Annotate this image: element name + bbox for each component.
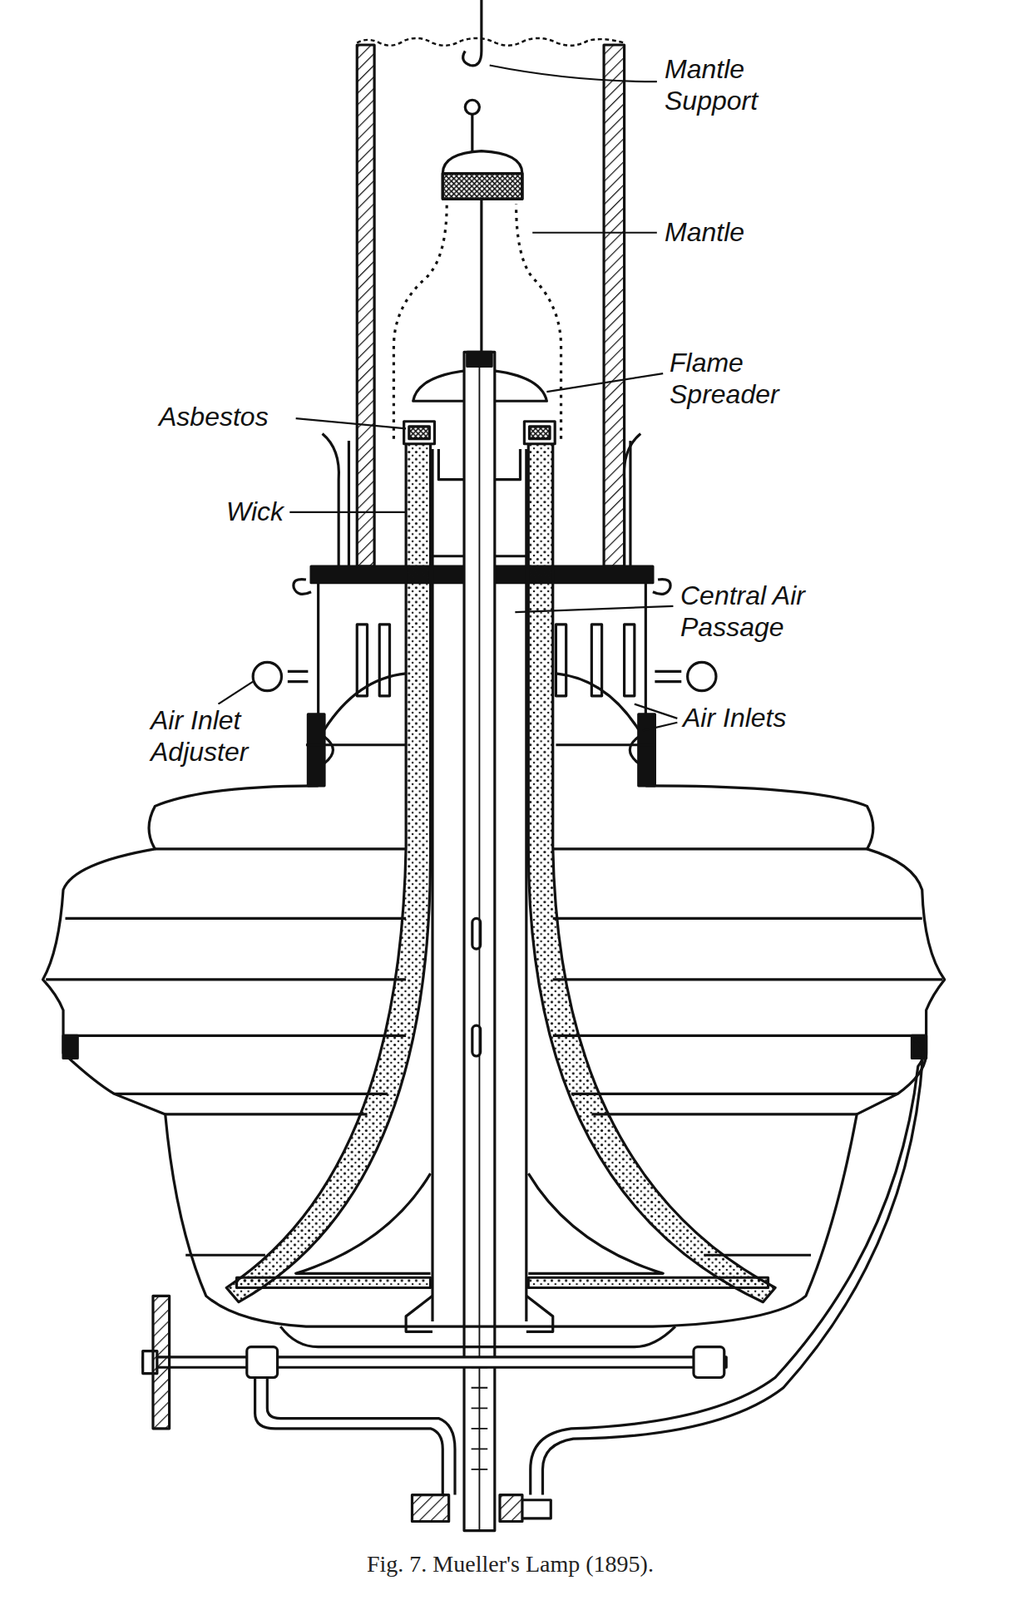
lamp-part <box>438 449 520 480</box>
lamp-part <box>307 714 325 786</box>
central-tube <box>464 351 495 1531</box>
lamp-part <box>113 1092 898 1096</box>
part-label: Mantle Support <box>662 53 810 118</box>
lamp-part <box>432 449 527 1322</box>
lamp-part <box>153 1295 170 1429</box>
lamp-part <box>523 421 555 445</box>
lamp-part <box>555 673 638 730</box>
lamp-part <box>409 426 430 440</box>
lamp-part <box>296 418 406 429</box>
lamp-part <box>464 351 495 1531</box>
lamp-part <box>379 624 390 697</box>
lamp-part <box>226 440 430 1303</box>
lamp-part <box>642 722 678 732</box>
lamp-part <box>411 1495 449 1523</box>
lamp-part <box>542 1051 923 1496</box>
fount <box>43 785 945 1348</box>
lamp-part <box>530 1038 924 1495</box>
lamp-part <box>624 624 635 697</box>
lamp-part <box>687 662 717 691</box>
lamp-part <box>356 44 375 567</box>
wick-adjusting-mechanism <box>143 1038 924 1522</box>
lamp-part <box>432 554 527 558</box>
lamp-part <box>64 917 922 920</box>
part-label: Air Inlet Adjuster <box>148 704 291 769</box>
lamp-part <box>522 1500 551 1519</box>
lamp-part <box>324 673 406 730</box>
wick-tube <box>226 421 776 1303</box>
lamp-part <box>463 0 482 66</box>
part-label: Air Inlets <box>681 701 788 734</box>
part-label: Central Air Passage <box>678 579 866 644</box>
part-label: Wick <box>224 495 286 528</box>
lamp-part <box>528 1173 663 1274</box>
part-label: Flame Spreader <box>667 346 835 411</box>
lamp-part <box>638 714 656 786</box>
lamp-part <box>472 918 481 949</box>
lamp-part <box>255 1378 444 1496</box>
lamp-part <box>289 511 406 514</box>
lamp-part <box>393 203 447 439</box>
lamp-part <box>464 99 480 114</box>
lamp-part <box>528 1277 768 1288</box>
lamp-part <box>603 44 625 567</box>
lamp-part <box>654 671 682 682</box>
leader-lines <box>217 65 678 732</box>
figure-caption: Fig. 7. Mueller's Lamp (1895). <box>366 1551 654 1578</box>
lamp-part <box>472 1025 481 1057</box>
lamp-part <box>185 1254 811 1257</box>
lamp-part <box>347 440 351 567</box>
lamp-part <box>143 1357 727 1368</box>
lamp-part <box>442 151 523 200</box>
lamp-part <box>516 203 562 439</box>
lamp-part <box>555 624 566 697</box>
lamp-part <box>237 1277 431 1288</box>
lamp-part <box>529 426 551 440</box>
lamp-part <box>489 65 658 83</box>
lamp-part <box>217 681 253 705</box>
part-label: Mantle <box>662 216 747 248</box>
lamp-part <box>252 662 282 691</box>
lamp-part <box>63 1035 78 1058</box>
lamp-part <box>154 847 867 850</box>
lamp-part <box>266 1378 455 1496</box>
lamp-part <box>356 38 624 46</box>
lamp-part <box>467 351 492 366</box>
lamp-part <box>532 232 658 234</box>
lamp-drawing <box>43 0 945 1532</box>
lamp-part <box>287 671 309 682</box>
lamp-part <box>514 606 673 613</box>
lamp-part <box>293 579 312 595</box>
lamp-part <box>43 785 945 1327</box>
lamp-part <box>499 1495 523 1523</box>
lamp-part <box>296 1173 431 1274</box>
lamp-part <box>247 1347 278 1379</box>
lamp-part <box>63 1034 927 1038</box>
lamp-part <box>546 373 663 392</box>
lamp-part <box>165 1112 858 1116</box>
lamp-part <box>404 421 435 445</box>
lamp-part <box>693 1347 725 1379</box>
lamp-part <box>528 440 776 1303</box>
lamp-part <box>356 624 367 697</box>
lamp-part <box>652 579 671 595</box>
lamp-part <box>623 433 641 567</box>
lamp-part <box>628 440 632 567</box>
lamp-part <box>322 433 340 567</box>
lamp-part <box>280 1326 676 1348</box>
lamp-part <box>634 704 678 719</box>
lamp-part <box>442 173 523 200</box>
part-label: Asbestos <box>157 400 271 433</box>
lamp-part <box>45 978 943 981</box>
